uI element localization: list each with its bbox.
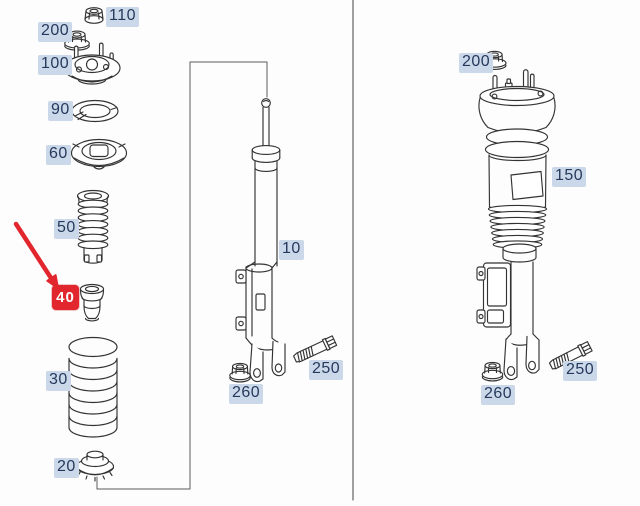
part-label-250-left[interactable]: 250 (309, 360, 344, 380)
part-label-250-right[interactable]: 250 (563, 361, 598, 381)
part-label-110[interactable]: 110 (106, 7, 140, 27)
part-label-200-right[interactable]: 200 (459, 53, 494, 73)
group-leader-line (96, 61, 268, 490)
dust-boot-50-drawing (76, 189, 110, 264)
part-label-40-selected[interactable]: 40 (52, 285, 79, 310)
bolt-250-right-drawing (548, 341, 593, 370)
part-label-10[interactable]: 10 (279, 240, 304, 260)
part-label-100[interactable]: 100 (38, 55, 73, 75)
selection-arrow-icon (13, 221, 59, 289)
part-label-260-right[interactable]: 260 (481, 385, 516, 405)
seat-ring-90-drawing (71, 99, 119, 123)
air-strut-150-drawing (476, 69, 556, 381)
shock-fork (249, 340, 286, 383)
right-panel-drawing (476, 50, 593, 382)
part-label-90[interactable]: 90 (48, 101, 73, 121)
rubber-mount-60-drawing (70, 138, 128, 170)
shock-absorber-10-drawing (235, 98, 286, 383)
bolt-250-left-drawing (293, 335, 338, 363)
lock-nut-110-drawing (84, 7, 104, 24)
air-strut-fork (503, 335, 540, 381)
bump-stop-40-drawing (79, 283, 105, 322)
nut-260-right-drawing (481, 361, 504, 382)
part-label-200-left[interactable]: 200 (38, 22, 73, 42)
part-label-30[interactable]: 30 (46, 371, 71, 391)
part-label-150[interactable]: 150 (552, 167, 587, 187)
strut-mount-100-drawing (63, 42, 121, 85)
coil-spring-30-drawing (68, 336, 118, 438)
part-label-60[interactable]: 60 (46, 145, 71, 165)
part-label-50[interactable]: 50 (54, 219, 79, 239)
part-label-260-left[interactable]: 260 (229, 384, 264, 404)
nut-260-left-drawing (229, 362, 251, 383)
part-label-20[interactable]: 20 (54, 458, 79, 478)
spring-pad-20-drawing (75, 450, 115, 482)
